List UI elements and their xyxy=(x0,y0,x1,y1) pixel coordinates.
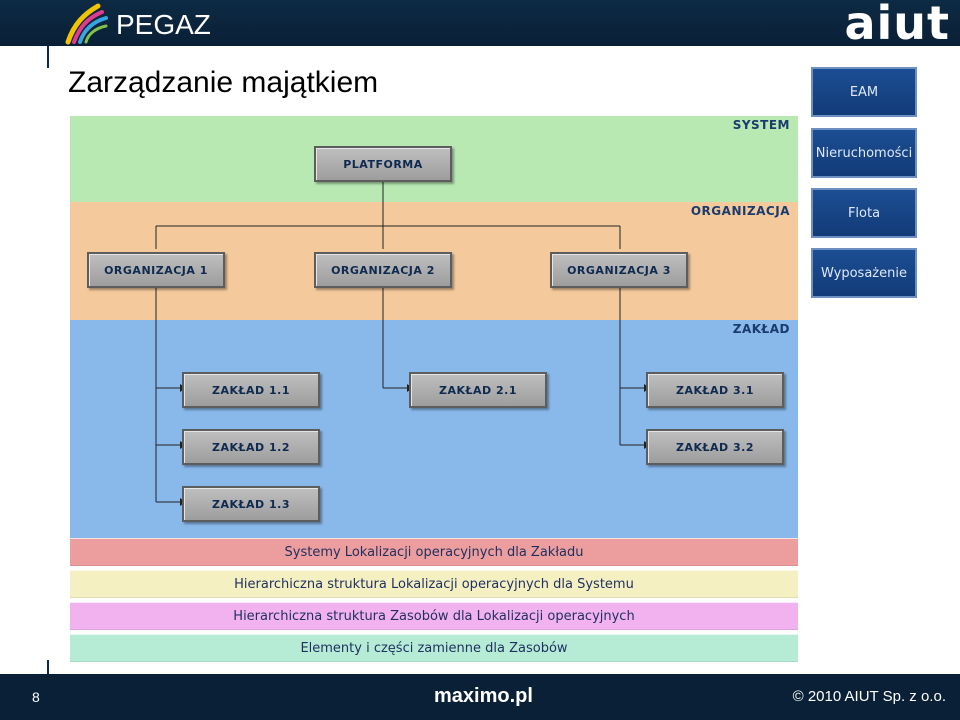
divider xyxy=(47,46,49,68)
header-bar: PEGAZ aiut xyxy=(0,0,960,50)
node-platforma: PLATFORMA xyxy=(314,146,452,182)
nav-button-flota[interactable]: Flota xyxy=(811,188,917,238)
node-organizacja-1: ORGANIZACJA 1 xyxy=(87,252,225,288)
footer-copyright: © 2010 AIUT Sp. z o.o. xyxy=(792,688,946,705)
hierarchy-diagram: SYSTEM ORGANIZACJA ZAKŁAD xyxy=(70,116,798,662)
brand-name-left: PEGAZ xyxy=(116,9,211,40)
footer-bar xyxy=(0,674,960,720)
brand-name-right: aiut xyxy=(844,0,950,50)
node-zaklad-3-1: ZAKŁAD 3.1 xyxy=(646,372,784,408)
page-number: 8 xyxy=(32,689,40,705)
nav-button-nieruchomosci[interactable]: Nieruchomości xyxy=(811,128,917,178)
node-organizacja-2: ORGANIZACJA 2 xyxy=(314,252,452,288)
nav-button-eam[interactable]: EAM xyxy=(811,67,917,117)
footer-site: maximo.pl xyxy=(434,685,533,707)
pegaz-logo-icon xyxy=(65,3,108,45)
node-zaklad-1-1: ZAKŁAD 1.1 xyxy=(182,372,320,408)
band-label-system: SYSTEM xyxy=(732,118,790,132)
layer-strip-struktura-lokalizacji: Hierarchiczna struktura Lokalizacji oper… xyxy=(70,570,798,598)
layer-strip-lokalizacje-zakladu: Systemy Lokalizacji operacyjnych dla Zak… xyxy=(70,538,798,566)
node-zaklad-3-2: ZAKŁAD 3.2 xyxy=(646,429,784,465)
node-organizacja-3: ORGANIZACJA 3 xyxy=(550,252,688,288)
band-label-organizacja: ORGANIZACJA xyxy=(690,204,790,218)
node-zaklad-1-3: ZAKŁAD 1.3 xyxy=(182,486,320,522)
layer-strip-struktura-zasobow: Hierarchiczna struktura Zasobów dla Loka… xyxy=(70,602,798,630)
band-label-zaklad: ZAKŁAD xyxy=(732,322,790,336)
node-zaklad-2-1: ZAKŁAD 2.1 xyxy=(409,372,547,408)
node-zaklad-1-2: ZAKŁAD 1.2 xyxy=(182,429,320,465)
divider xyxy=(47,660,49,680)
layer-strip-czesci-zamienne: Elementy i części zamienne dla Zasobów xyxy=(70,634,798,662)
nav-button-wyposazenie[interactable]: Wyposażenie xyxy=(811,248,917,298)
page-title: Zarządzanie majątkiem xyxy=(68,66,379,99)
